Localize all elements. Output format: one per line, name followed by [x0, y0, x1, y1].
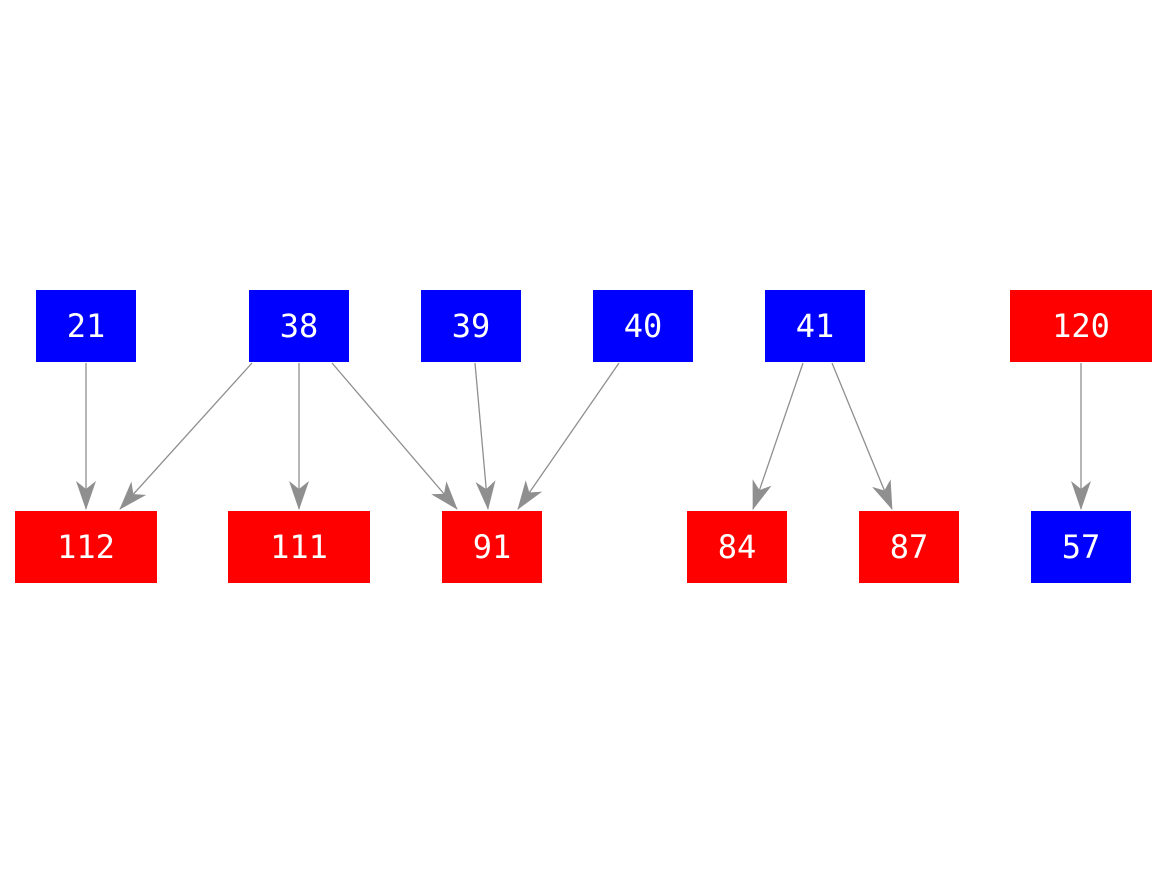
edge-38-to-112 [119, 362, 253, 510]
graph-node-label: 84 [717, 528, 757, 566]
graph-node-label: 91 [472, 528, 512, 566]
graph-node-label: 21 [66, 307, 106, 345]
edge-39-to-91 [474, 362, 496, 510]
graph-node-40: 40 [593, 290, 693, 362]
graph-node-84: 84 [687, 511, 787, 583]
graph-node-38: 38 [249, 290, 349, 362]
graph-node-112: 112 [15, 511, 157, 583]
edge-38-to-91 [331, 362, 458, 510]
graph-node-label: 112 [57, 528, 115, 566]
graph-node-label: 40 [623, 307, 663, 345]
graph-node-label: 39 [451, 307, 491, 345]
edge-41-to-84 [752, 362, 804, 510]
graph-node-91: 91 [442, 511, 542, 583]
graph-node-57: 57 [1031, 511, 1131, 583]
graph-node-41: 41 [765, 290, 865, 362]
graph-node-label: 41 [795, 307, 835, 345]
graph-node-39: 39 [421, 290, 521, 362]
graph-node-label: 87 [889, 528, 929, 566]
edge-41-to-87 [831, 362, 893, 510]
graph-node-label: 120 [1052, 307, 1110, 345]
graph-node-120: 120 [1010, 290, 1152, 362]
graph-node-111: 111 [228, 511, 370, 583]
graph-node-label: 111 [270, 528, 328, 566]
graph-node-87: 87 [859, 511, 959, 583]
graph-node-label: 38 [279, 307, 319, 345]
graph-node-label: 57 [1061, 528, 1101, 566]
graph-node-21: 21 [36, 290, 136, 362]
edge-40-to-91 [517, 362, 620, 510]
